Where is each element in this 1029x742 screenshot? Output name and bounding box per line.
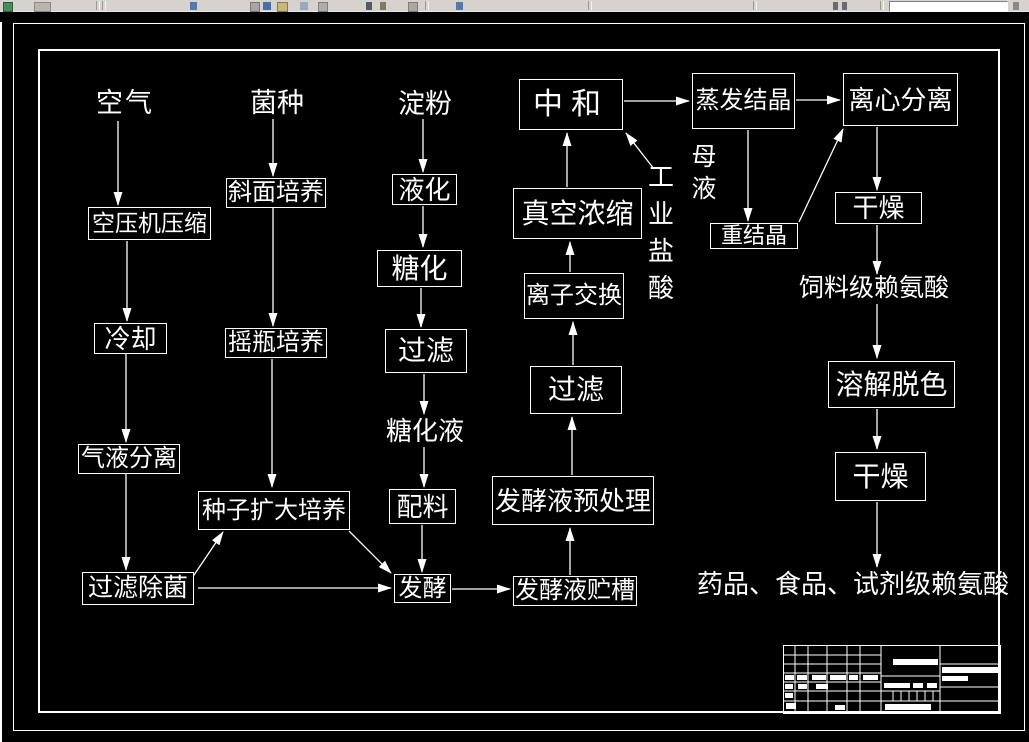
node-batching: 配料 [389,489,456,524]
icon-fragment-blue[interactable] [456,2,463,10]
flow-arrows [113,95,882,594]
toolbar-separator [880,1,884,10]
combo-field-cropped[interactable] [889,1,1008,12]
toolbar-separator [102,1,106,10]
node-broth-storage-tank: 发酵液贮槽 [513,576,637,606]
node-cooling: 冷却 [94,323,167,354]
node-broth-pretreatment: 发酵液预处理 [492,476,654,525]
icon-fragment-marks[interactable] [366,2,372,10]
label-air: 空气 [96,88,154,118]
toolbar-separator [753,1,757,10]
toolbar-separator [588,1,592,10]
node-air-compressor: 空压机压缩 [88,207,211,240]
node-fermentation: 发酵 [394,574,451,603]
icon-fragment-blue[interactable] [190,2,197,10]
node-saccharification: 糖化 [377,250,462,287]
node-evaporation-crystallization: 蒸发结晶 [692,73,795,129]
label-starch: 淀粉 [398,89,452,119]
cad-canvas[interactable]: 空气 菌种 淀粉 糖化液 工业盐酸 母液 饲料级赖氨酸 药品、食品、试剂级赖氨酸… [0,11,1029,742]
label-mother-liquor: 母液 [691,143,717,203]
label-final-grade-lysine: 药品、食品、试剂级赖氨酸 [697,569,1010,599]
toolbar [0,0,1029,12]
title-block [783,645,1001,714]
icon-fragment-cluster[interactable] [318,2,328,12]
node-centrifugal-separation: 离心分离 [843,73,958,126]
canvas-edge-line [0,22,2,742]
label-saccharified-liquid: 糖化液 [386,416,465,446]
icon-fragment-marks[interactable] [1013,2,1019,10]
label-industrial-hcl: 工业盐酸 [647,162,674,303]
node-liquefaction: 液化 [392,174,457,205]
node-gas-liquid-separation: 气液分离 [78,444,180,474]
label-strain: 菌种 [250,88,304,118]
node-drying-1: 干燥 [835,192,922,224]
icon-fragment-marks[interactable] [842,2,847,10]
icon-fragment-gray[interactable] [34,2,51,12]
toolbar-separator [96,1,100,10]
icon-fragment-cluster[interactable] [277,2,288,12]
node-neutralization: 中和 [519,79,623,130]
icon-fragment-cluster[interactable] [250,2,260,12]
icon-fragment-cluster[interactable] [300,2,308,10]
node-filtration-1: 过滤 [385,329,467,373]
node-drying-2: 干燥 [835,452,926,501]
icon-fragment-gray[interactable] [408,2,418,12]
node-dissolve-decolorize: 溶解脱色 [828,361,955,408]
toolbar-separator [425,1,429,10]
icon-fragment-marks[interactable] [380,2,386,10]
icon-fragment-green[interactable] [3,2,13,12]
node-filter-sterilization: 过滤除菌 [82,572,194,605]
icon-fragment-cluster[interactable] [263,2,271,10]
drawing-border-inner [38,49,1000,713]
node-seed-expansion-culture: 种子扩大培养 [198,491,350,530]
title-block-text-blobs [785,659,999,710]
node-vacuum-concentration: 真空浓缩 [513,188,642,239]
node-filtration-2: 过滤 [530,366,622,414]
node-slant-culture: 斜面培养 [226,178,326,208]
label-feed-grade-lysine: 饲料级赖氨酸 [799,274,950,302]
flow-arrows-layer [113,95,882,594]
node-ion-exchange: 离子交换 [524,273,624,319]
node-shake-flask-culture: 摇瓶培养 [225,328,327,358]
node-recrystallization: 重结晶 [710,223,798,249]
icon-fragment-marks[interactable] [833,2,838,10]
